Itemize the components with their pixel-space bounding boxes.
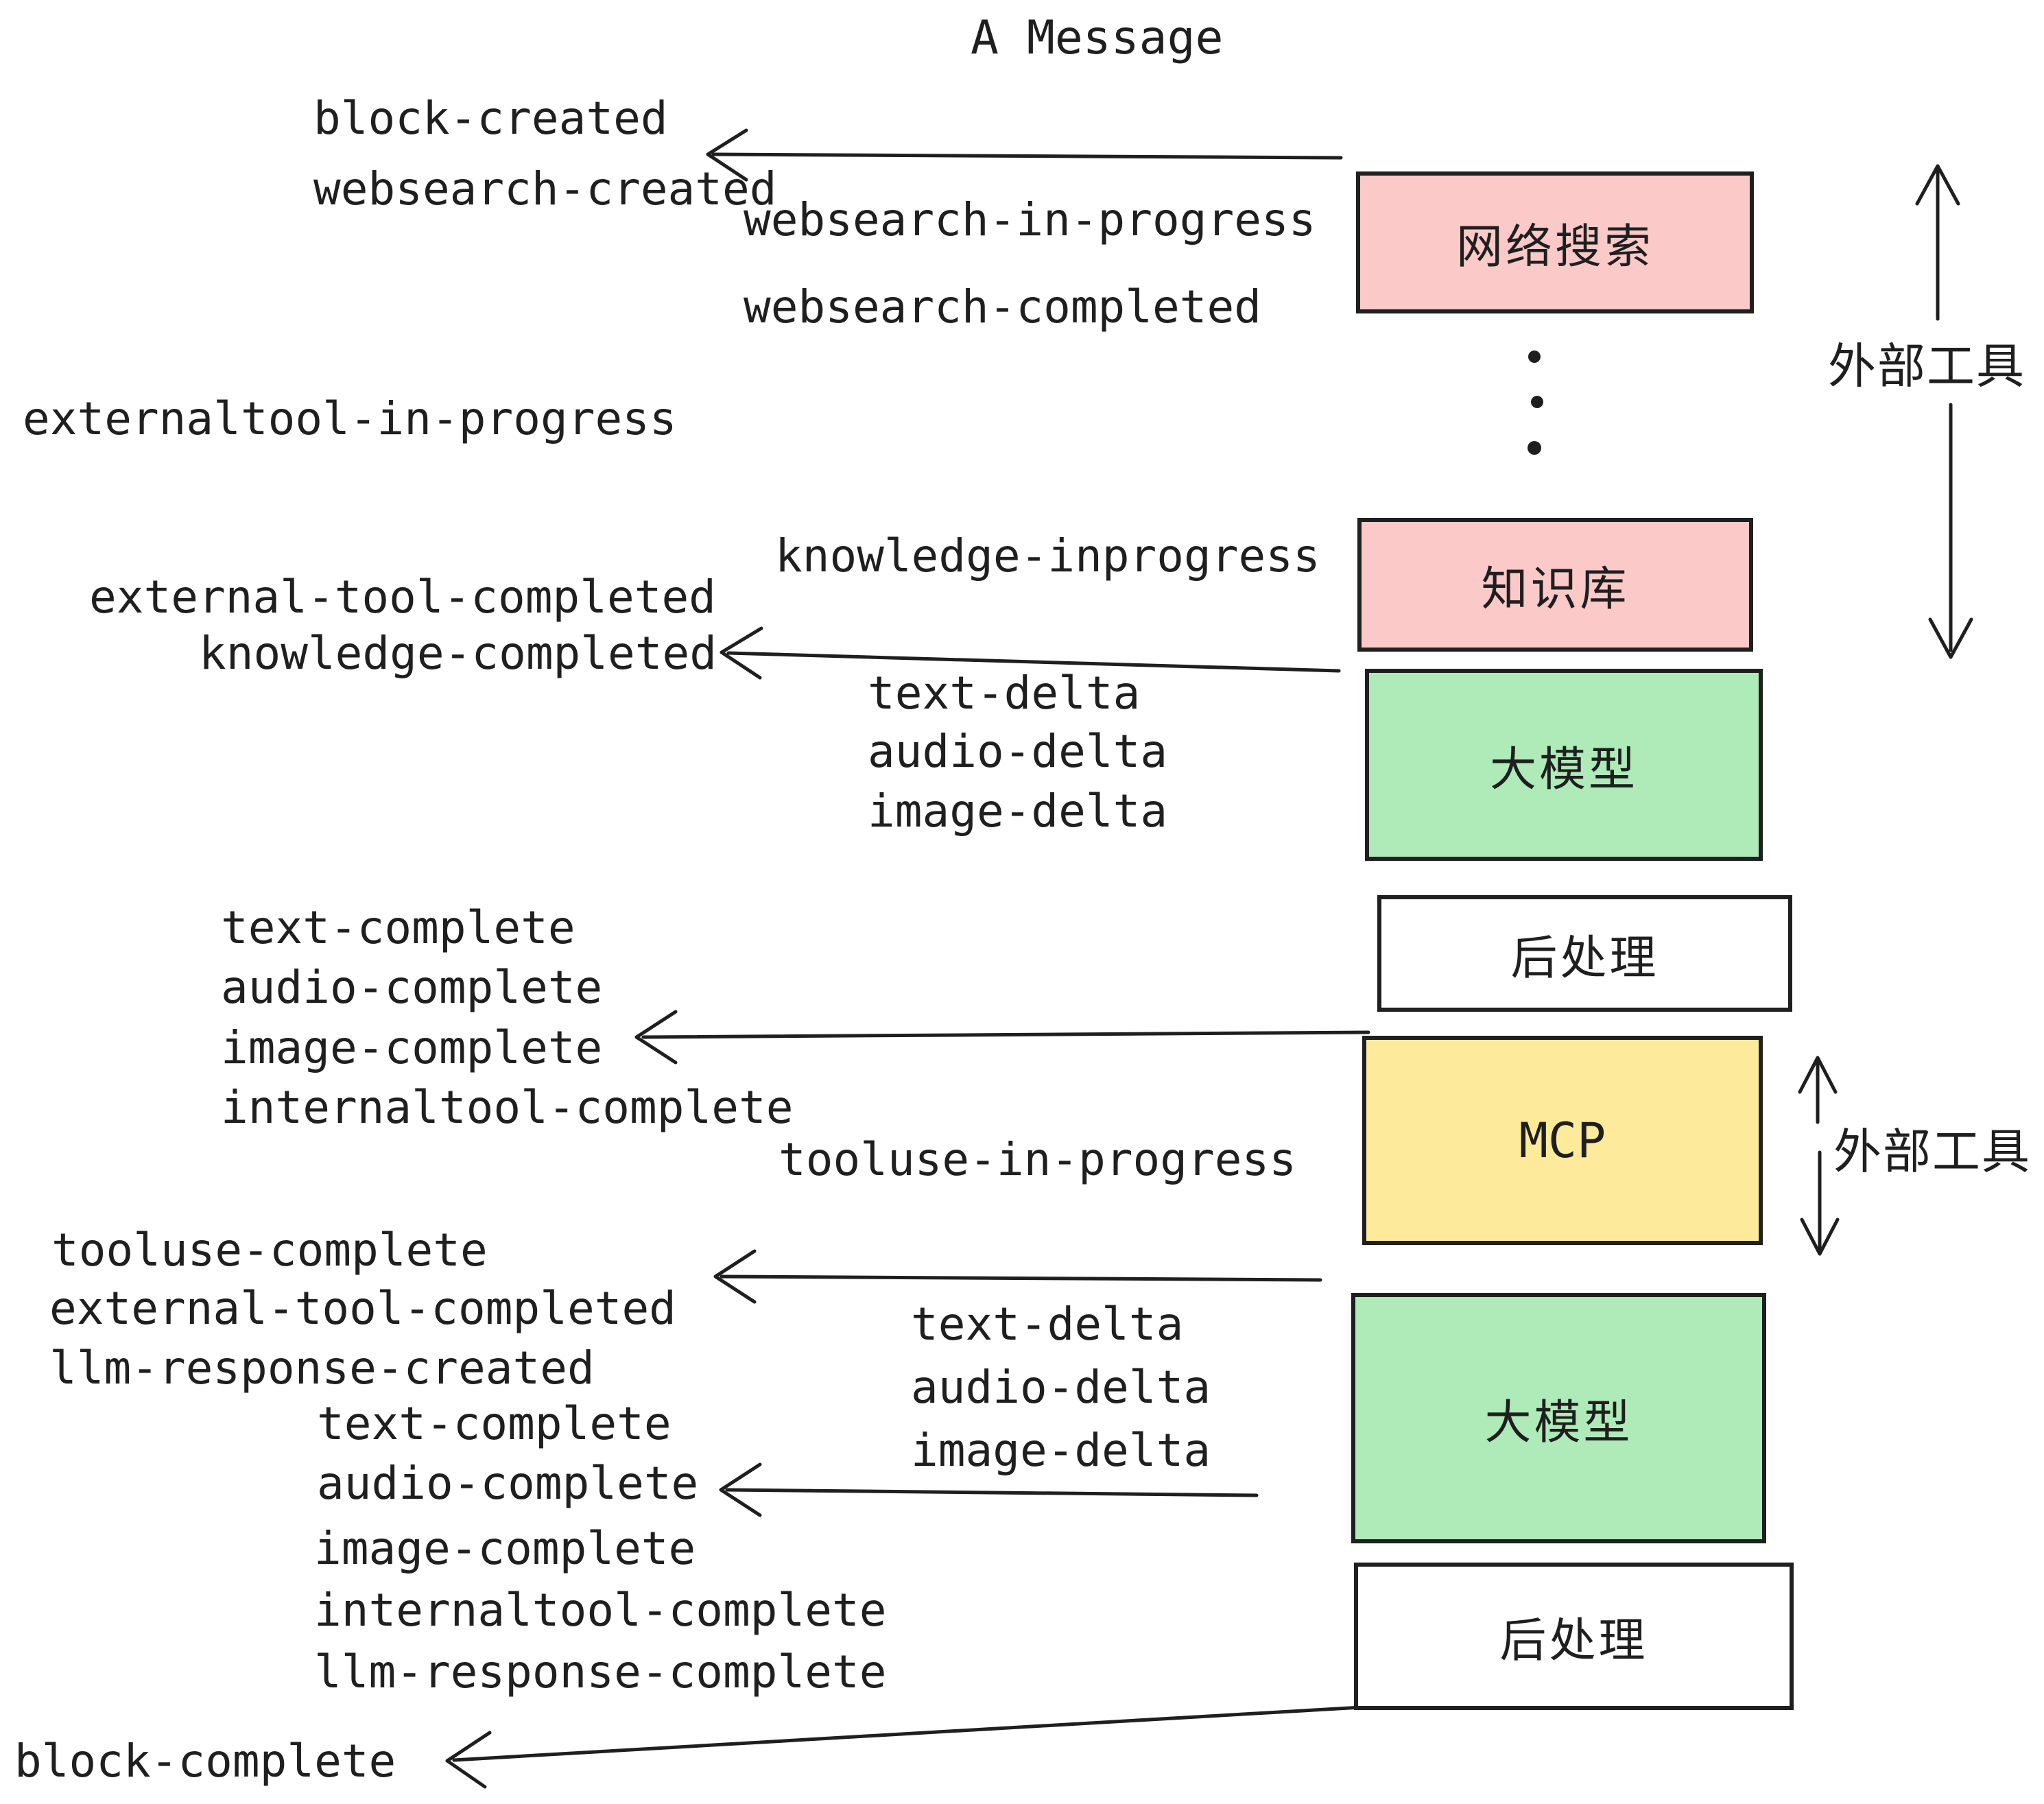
arrow-to-block-created (706, 128, 1343, 182)
box-websearch-label: 网络搜索 (1455, 220, 1654, 274)
external-tools-down-arrow-mcp (1800, 1150, 1840, 1256)
event-internaltool-complete-2: internaltool-complete (314, 1584, 887, 1637)
event-audio-delta-1: audio-delta (868, 725, 1168, 778)
event-websearch-created: websearch-created (313, 163, 777, 215)
box-post-bottom: 后处理 (1354, 1563, 1794, 1710)
box-post-bottom-label: 后处理 (1499, 1614, 1648, 1668)
external-tools-label-top: 外部工具 (1828, 338, 2025, 394)
arrow-to-image-complete (634, 1010, 1370, 1065)
event-websearch-completed: websearch-completed (744, 281, 1261, 333)
event-audio-delta-2: audio-delta (911, 1361, 1211, 1414)
event-block-created: block-created (313, 92, 668, 145)
event-text-delta-1: text-delta (868, 667, 1141, 720)
event-tooluse-complete: tooluse-complete (51, 1224, 488, 1277)
vertical-ellipsis-dots (1528, 351, 1543, 455)
box-post-top-label: 后处理 (1510, 931, 1659, 986)
external-tools-up-arrow-top (1915, 164, 1960, 321)
box-knowledge: 知识库 (1357, 518, 1753, 652)
external-tools-down-arrow-top (1928, 403, 1973, 659)
arrow-to-tooluse-complete (713, 1249, 1322, 1304)
event-image-delta-2: image-delta (911, 1424, 1211, 1477)
event-block-complete: block-complete (14, 1735, 396, 1788)
event-knowledge-completed: knowledge-completed (199, 627, 717, 680)
event-image-complete-1: image-complete (221, 1021, 603, 1074)
event-external-tool-completed-2: external-tool-completed (49, 1282, 676, 1335)
box-llm-bottom-label: 大模型 (1484, 1396, 1633, 1450)
event-knowledge-inprogress: knowledge-inprogress (775, 530, 1320, 582)
event-text-complete-2: text-complete (317, 1397, 672, 1450)
box-llm-top-label: 大模型 (1489, 742, 1638, 797)
event-text-complete-1: text-complete (221, 901, 575, 954)
box-llm-top: 大模型 (1365, 669, 1763, 861)
external-tools-up-arrow-mcp (1798, 1056, 1838, 1124)
event-text-delta-2: text-delta (911, 1298, 1184, 1351)
event-audio-complete-1: audio-complete (221, 961, 603, 1014)
box-post-top: 后处理 (1377, 895, 1792, 1012)
diagram-title: A Message (971, 11, 1224, 65)
event-externaltool-in-progress: externaltool-in-progress (23, 392, 677, 445)
box-llm-bottom: 大模型 (1351, 1293, 1766, 1543)
event-llm-response-created: llm-response-created (49, 1342, 595, 1394)
event-internaltool-complete-1: internaltool-complete (221, 1081, 794, 1134)
box-knowledge-label: 知识库 (1481, 562, 1630, 617)
box-mcp-label: MCP (1519, 1112, 1606, 1169)
event-external-tool-completed: external-tool-completed (89, 571, 716, 624)
arrow-to-block-complete (445, 1705, 1364, 1789)
event-websearch-in-progress: websearch-in-progress (744, 193, 1316, 246)
event-image-complete-2: image-complete (314, 1522, 696, 1575)
box-websearch: 网络搜索 (1356, 171, 1754, 313)
event-llm-response-complete: llm-response-complete (314, 1646, 887, 1698)
event-audio-complete-2: audio-complete (317, 1457, 699, 1510)
external-tools-label-bottom: 外部工具 (1833, 1124, 2031, 1180)
event-image-delta-1: image-delta (868, 785, 1168, 838)
box-mcp: MCP (1362, 1036, 1763, 1245)
event-tooluse-in-progress: tooluse-in-progress (779, 1133, 1296, 1186)
